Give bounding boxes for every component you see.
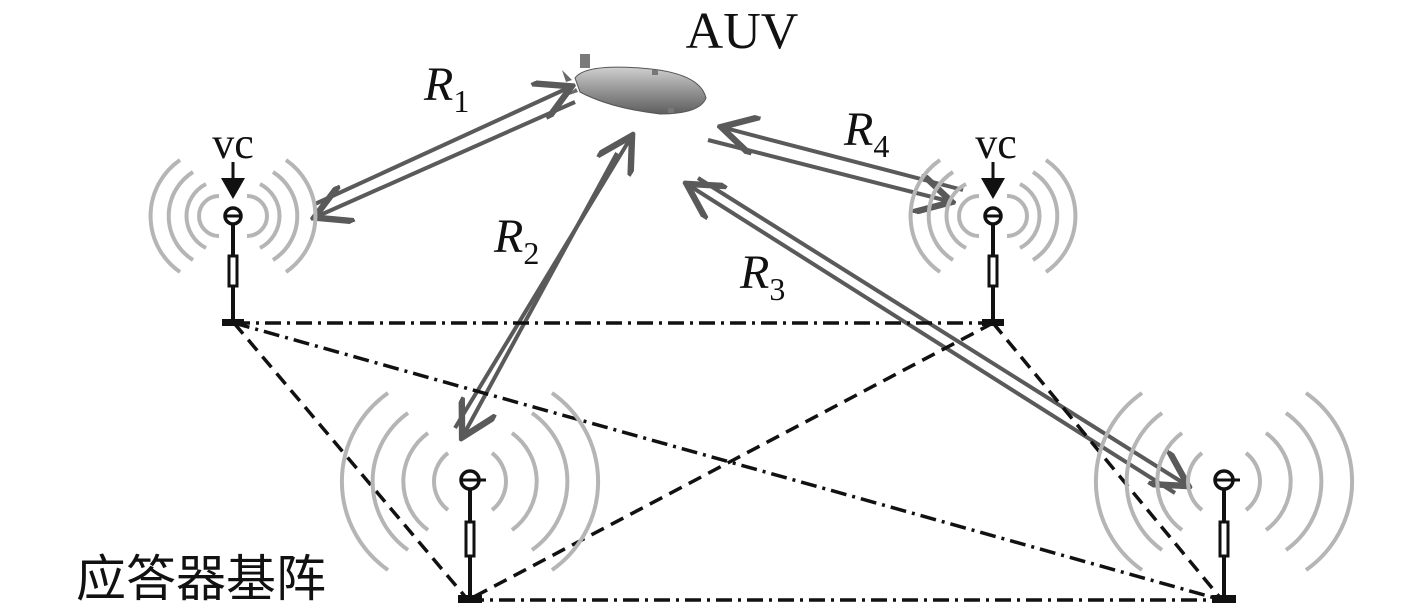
label-r1: R1 — [423, 58, 469, 119]
label-r4: R4 — [843, 103, 889, 164]
sound-wave-icon — [908, 158, 1078, 274]
link-r3 — [690, 176, 1185, 495]
auv-vehicle — [562, 54, 707, 115]
auv-title: AUV — [686, 3, 799, 60]
sound-wave-icon — [1093, 391, 1355, 572]
array-label: 应答器基阵 — [76, 551, 326, 607]
vc-label: vc — [212, 119, 254, 168]
sound-wave-icon — [339, 391, 601, 572]
transponder-bottom-left — [339, 391, 601, 603]
link-r2 — [453, 139, 630, 434]
transponder-top-right: vc — [908, 119, 1078, 326]
label-r2: R2 — [493, 210, 539, 271]
vc-label: vc — [975, 119, 1017, 168]
sound-wave-icon — [148, 158, 318, 274]
label-r3: R3 — [739, 246, 785, 307]
link-r1 — [315, 88, 575, 216]
array-baselines — [232, 321, 1224, 602]
transponder-bottom-right — [1093, 391, 1355, 603]
link-r4 — [707, 128, 964, 201]
transponder-top-left: vc — [148, 119, 318, 326]
